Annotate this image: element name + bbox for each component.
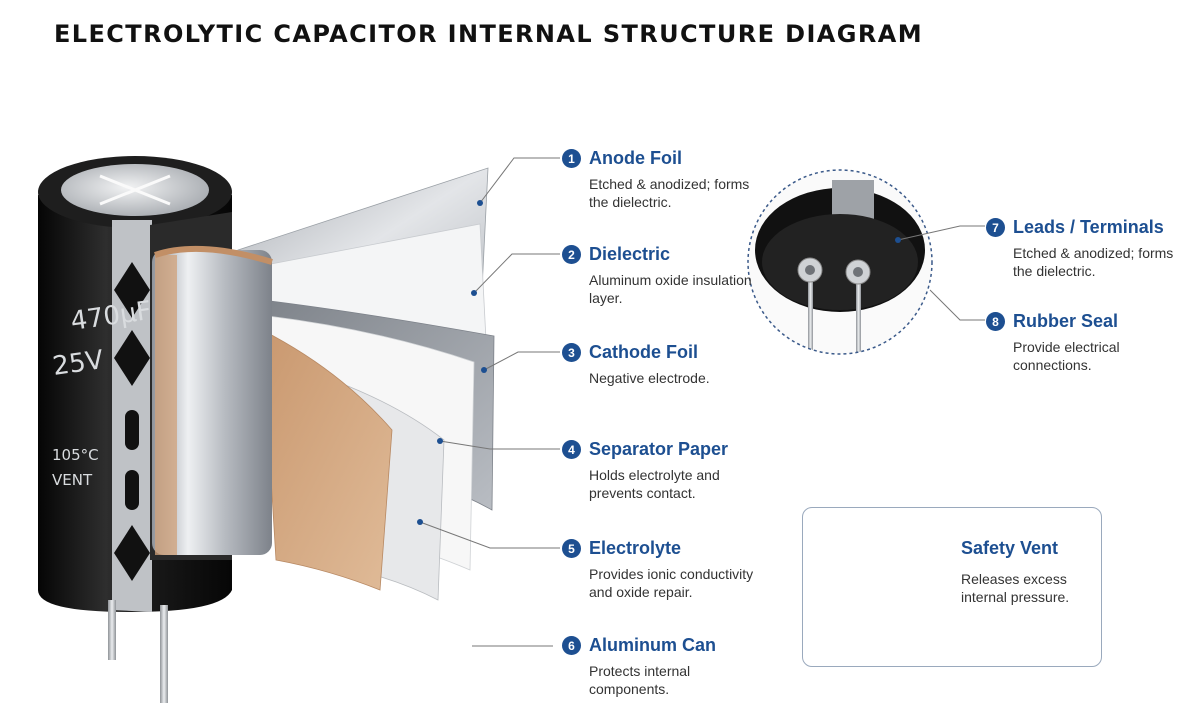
leader-lines [419,157,560,647]
component-description: Holds electrolyte and prevents contact. [589,467,720,501]
label-separator-paper: 4 Separator Paper Holds electrolyte and … [562,439,762,502]
vent-score-2 [99,174,171,206]
label-rubber-seal: 8 Rubber Seal Provide electrical connect… [986,311,1186,374]
safety-vent-title: Safety Vent [961,538,1059,558]
voltage-marking: 25V [51,345,106,382]
safety-vent-callout: Safety Vent Releases excess internal pre… [802,507,1102,667]
number-badge: 7 [986,218,1005,237]
number-badge: 6 [562,636,581,655]
label-anode-foil: 1 Anode Foil Etched & anodized; forms th… [562,148,762,211]
label-electrolyte: 5 Electrolyte Provides ionic conductivit… [562,538,762,601]
component-description: Aluminum oxide insulation layer. [589,272,752,306]
component-name: Anode Foil [589,148,682,168]
polarity-marks [114,262,150,581]
leader-dots [417,200,487,525]
label-cathode-foil: 3 Cathode Foil Negative electrode. [562,342,762,387]
component-name: Leads / Terminals [1013,217,1164,237]
label-leads-terminals: 7 Leads / Terminals Etched & anodized; f… [986,217,1186,280]
label-aluminum-can: 6 Aluminum Can Protects internal compone… [562,635,762,698]
lead-right [160,605,168,703]
roll-top-edge [154,245,273,265]
component-name: Dielectric [589,244,671,264]
label-dielectric: 2 Dielectric Aluminum oxide insulation l… [562,244,762,307]
page-title: ELECTROLYTIC CAPACITOR INTERNAL STRUCTUR… [54,20,924,48]
number-badge: 3 [562,343,581,362]
component-name: Electrolyte [589,538,682,558]
number-badge: 8 [986,312,1005,331]
component-name: Rubber Seal [1013,311,1119,331]
safety-vent-description: Releases excess internal pressure. [961,571,1070,605]
component-description: Etched & anodized; forms the dielectric. [1013,245,1174,279]
kraft-paper-sheet [261,329,393,591]
seal-closeup [748,170,932,354]
lead-left [108,600,116,660]
component-description: Negative electrode. [589,370,710,386]
closeup-dashed-circle [747,169,933,355]
component-description: Etched & anodized; forms the dielectric. [589,176,750,210]
component-description: Provides ionic conductivity and oxide re… [589,566,754,600]
component-name: Separator Paper [589,439,729,459]
component-name: Aluminum Can [589,635,717,655]
component-description: Provide electrical connections. [1013,339,1120,373]
vent-marking: VENT [52,471,93,489]
number-badge: 1 [562,149,581,168]
closeup-leaders [897,225,985,321]
number-badge: 2 [562,245,581,264]
temperature-marking: 105°C [52,446,99,464]
closeup-dot [895,237,901,243]
winding-paper-edge [155,255,177,555]
capacitor-winding-roll [152,250,272,555]
component-description: Protects internal components. [589,663,691,697]
component-name: Cathode Foil [589,342,698,362]
number-badge: 4 [562,440,581,459]
number-badge: 5 [562,539,581,558]
